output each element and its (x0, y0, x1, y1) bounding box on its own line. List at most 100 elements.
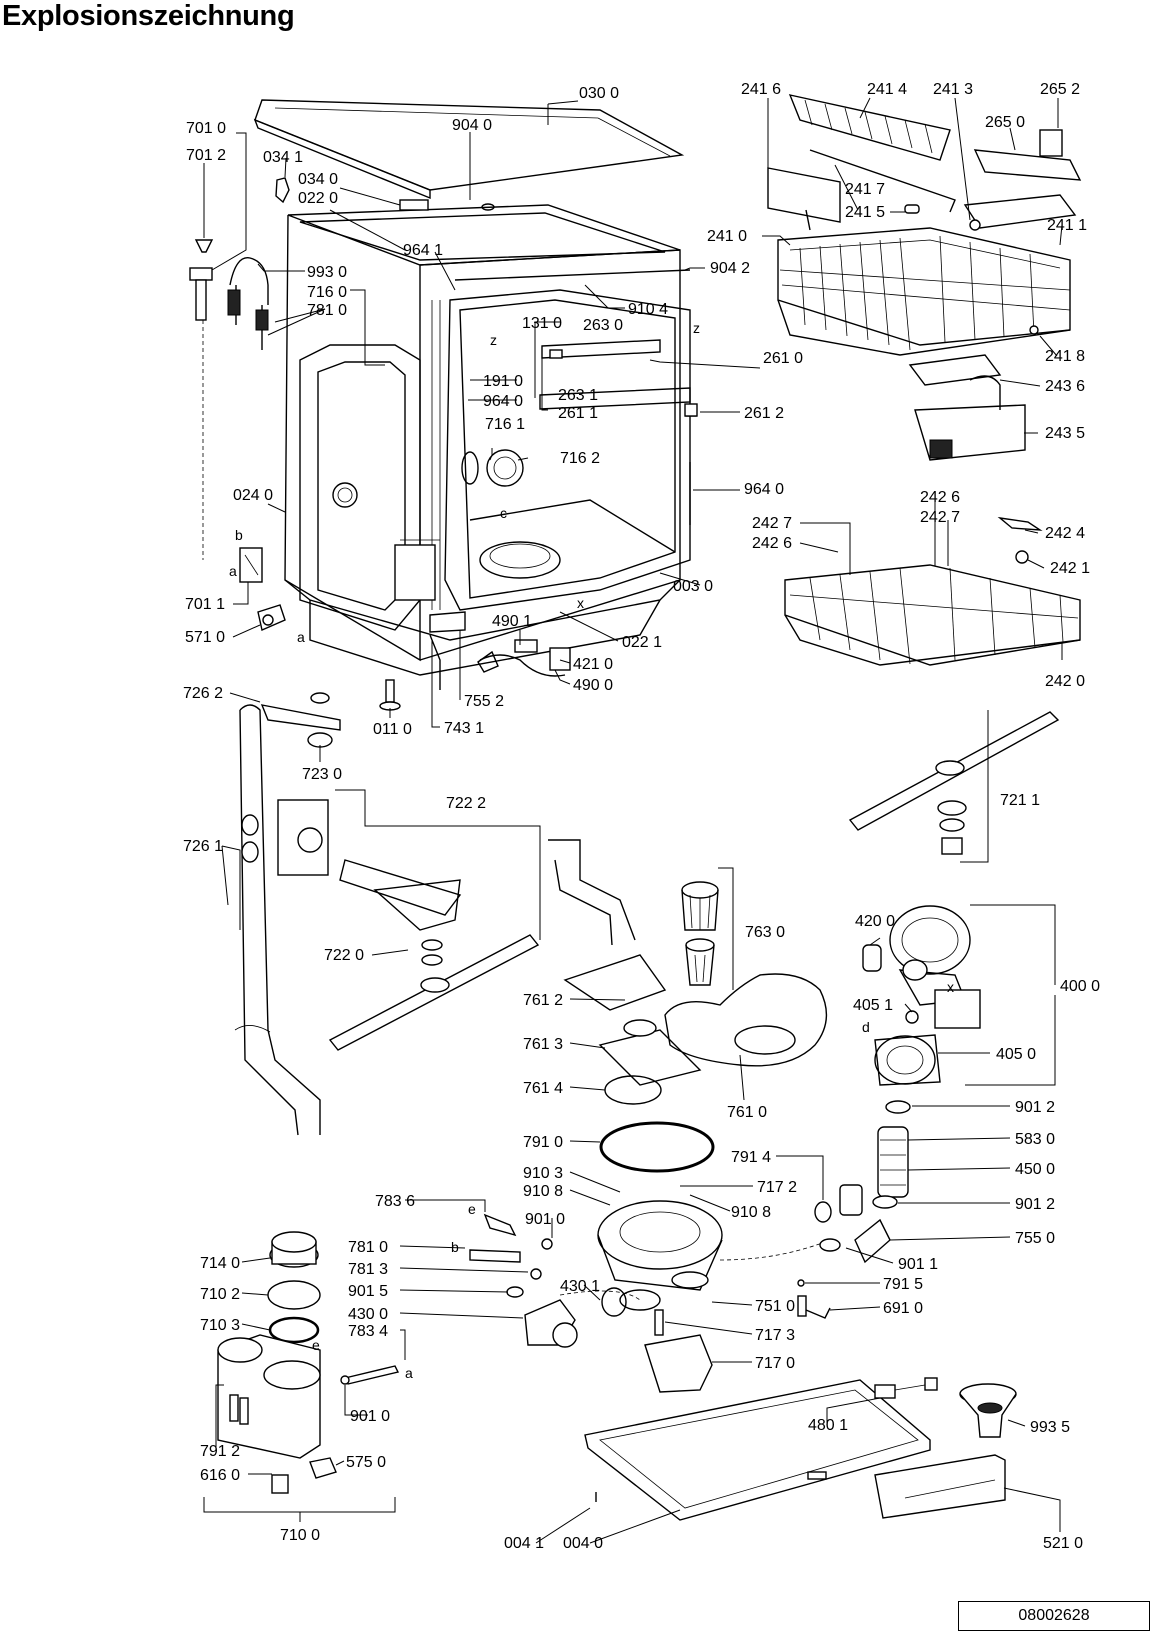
label-405-1: 405 1 (853, 997, 893, 1014)
sump-and-filter-parts (469, 881, 831, 1393)
label-783-4: 783 4 (348, 1323, 388, 1340)
label-910-8-right: 910 8 (731, 1204, 771, 1221)
leader-lines (203, 97, 1063, 1544)
label-241-1: 241 1 (1047, 217, 1087, 234)
marker-e-softener: e (312, 1337, 320, 1353)
marker-z-left: z (490, 332, 497, 348)
marker-z-right: z (693, 320, 700, 336)
label-901-0-mid: 901 0 (525, 1211, 565, 1228)
label-241-8: 241 8 (1045, 348, 1085, 365)
label-003-0: 003 0 (673, 578, 713, 595)
label-964-0-a: 964 0 (483, 393, 523, 410)
label-781-3: 781 3 (348, 1261, 388, 1278)
label-241-4: 241 4 (867, 81, 907, 98)
label-242-0: 242 0 (1045, 673, 1085, 690)
label-691-0: 691 0 (883, 1300, 923, 1317)
label-421-0: 421 0 (573, 656, 613, 673)
marker-x-tub: x (577, 595, 584, 611)
label-901-5: 901 5 (348, 1283, 388, 1300)
water-softener-part (217, 1231, 400, 1494)
label-261-1: 261 1 (558, 405, 598, 422)
document-number: 08002628 (1018, 1607, 1090, 1624)
label-701-1: 701 1 (185, 596, 225, 613)
label-131-0: 131 0 (522, 315, 562, 332)
label-265-2: 265 2 (1040, 81, 1080, 98)
marker-b-hose: b (451, 1239, 459, 1255)
label-761-2: 761 2 (523, 992, 563, 1009)
lower-basket-part (784, 516, 1081, 666)
label-716-0: 716 0 (307, 284, 347, 301)
label-743-1: 743 1 (444, 720, 484, 737)
label-034-0: 034 0 (298, 171, 338, 188)
label-993-5: 993 5 (1030, 1419, 1070, 1436)
label-901-1: 901 1 (898, 1256, 938, 1273)
label-242-1: 242 1 (1050, 560, 1090, 577)
label-030-0: 030 0 (579, 85, 619, 102)
document-number-box: 08002628 (958, 1601, 1150, 1631)
marker-x-pump: x (947, 979, 954, 995)
label-910-3: 910 3 (523, 1165, 563, 1182)
label-904-2: 904 2 (710, 260, 750, 277)
label-004-1: 004 1 (504, 1535, 544, 1552)
label-901-2-bottom: 901 2 (1015, 1196, 1055, 1213)
label-726-2: 726 2 (183, 685, 223, 702)
label-701-2: 701 2 (186, 147, 226, 164)
label-490-1: 490 1 (492, 613, 532, 630)
label-761-4: 761 4 (523, 1080, 563, 1097)
label-722-0: 722 0 (324, 947, 364, 964)
label-263-0: 263 0 (583, 317, 623, 334)
label-761-3: 761 3 (523, 1036, 563, 1053)
marker-a-softener: a (405, 1365, 413, 1381)
label-710-3: 710 3 (200, 1317, 240, 1334)
label-783-6: 783 6 (375, 1193, 415, 1210)
part-labels: 030 0 904 0 701 0 701 2 034 1 034 0 022 … (183, 81, 1100, 1552)
label-011-0: 011 0 (373, 721, 412, 738)
label-701-0: 701 0 (186, 120, 226, 137)
label-781-0-top: 781 0 (307, 302, 347, 319)
label-993-0: 993 0 (307, 264, 347, 281)
label-405-0: 405 0 (996, 1046, 1036, 1063)
label-721-1: 721 1 (1000, 792, 1040, 809)
label-716-2: 716 2 (560, 450, 600, 467)
label-490-0: 490 0 (573, 677, 613, 694)
marker-a-571: a (297, 629, 305, 645)
top-cover-part (253, 99, 685, 211)
label-034-1: 034 1 (263, 149, 303, 166)
label-901-0-bottom: 901 0 (350, 1408, 390, 1425)
label-191-0: 191 0 (483, 373, 523, 390)
label-901-2-top: 901 2 (1015, 1099, 1055, 1116)
label-616-0: 616 0 (200, 1467, 240, 1484)
label-420-0: 420 0 (855, 913, 895, 930)
marker-c: c (500, 505, 507, 521)
circulation-pump-part (797, 905, 981, 1319)
label-265-0: 265 0 (985, 114, 1025, 131)
label-261-0: 261 0 (763, 350, 803, 367)
label-723-0: 723 0 (302, 766, 342, 783)
label-261-2: 261 2 (744, 405, 784, 422)
label-791-4: 791 4 (731, 1149, 771, 1166)
label-430-0: 430 0 (348, 1306, 388, 1323)
label-022-0: 022 0 (298, 190, 338, 207)
page-title: Explosionszeichnung (2, 0, 295, 32)
label-241-3: 241 3 (933, 81, 973, 98)
label-726-1: 726 1 (183, 838, 223, 855)
label-791-5: 791 5 (883, 1276, 923, 1293)
label-521-0: 521 0 (1043, 1535, 1083, 1552)
label-242-4: 242 4 (1045, 525, 1085, 542)
label-242-7-left: 242 7 (752, 515, 792, 532)
label-450-0: 450 0 (1015, 1161, 1055, 1178)
label-242-6-top: 242 6 (920, 489, 960, 506)
label-571-0: 571 0 (185, 629, 225, 646)
label-910-4: 910 4 (628, 301, 668, 318)
label-241-6: 241 6 (741, 81, 781, 98)
label-781-0-bottom: 781 0 (348, 1239, 388, 1256)
label-400-0: 400 0 (1060, 978, 1100, 995)
label-904-0: 904 0 (452, 117, 492, 134)
spray-arm-parts (234, 692, 1060, 1136)
label-964-1: 964 1 (403, 242, 443, 259)
label-242-7-right: 242 7 (920, 509, 960, 526)
label-910-8-left: 910 8 (523, 1183, 563, 1200)
label-022-1: 022 1 (622, 634, 662, 651)
label-004-0: 004 0 (563, 1535, 603, 1552)
